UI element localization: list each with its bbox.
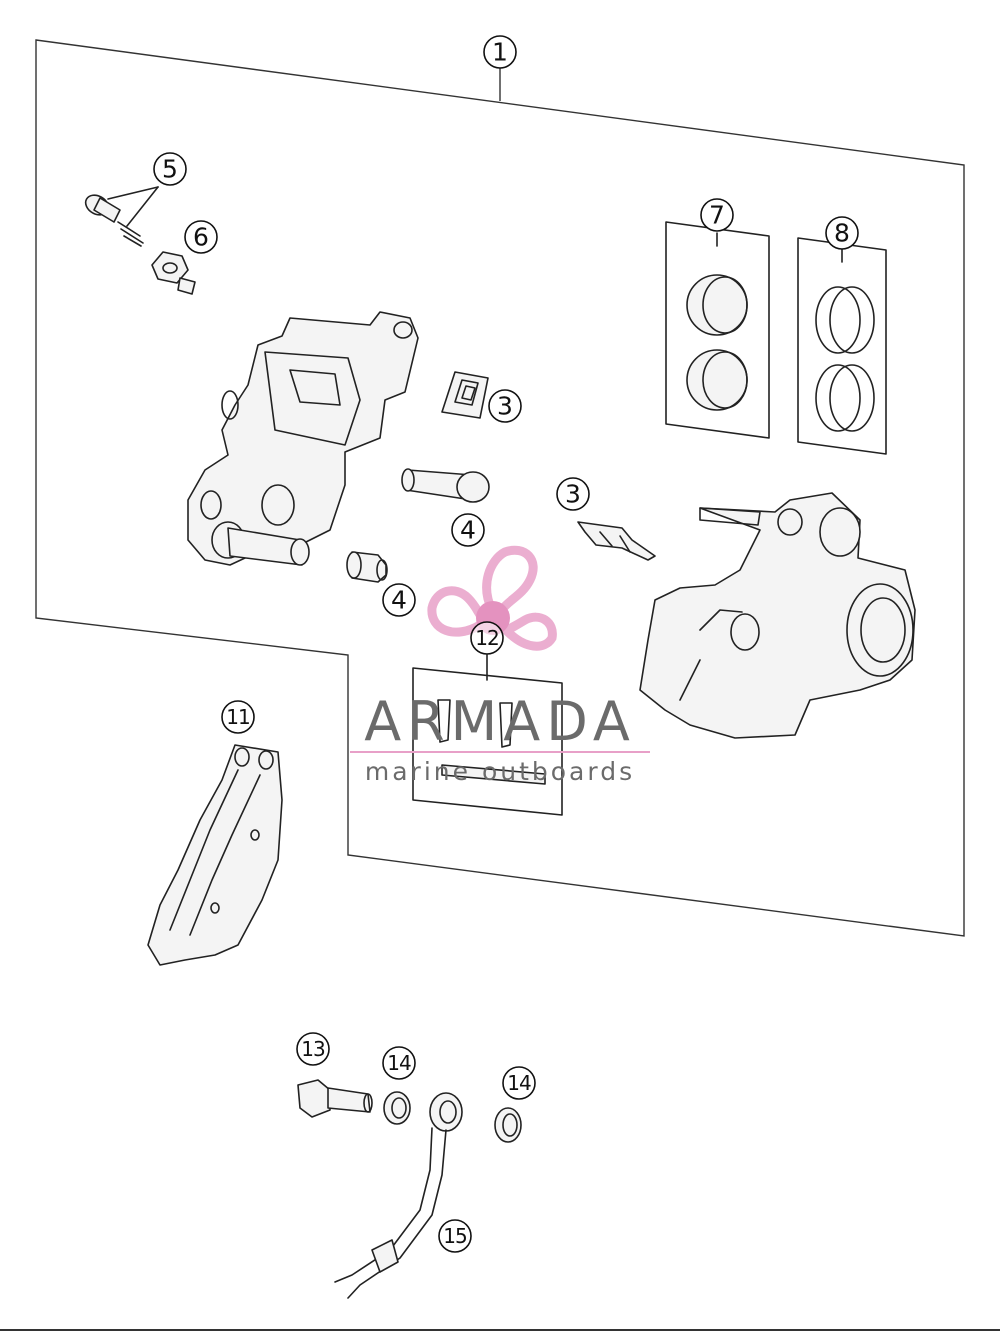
watermark-title: ARMADA xyxy=(364,690,636,753)
brake-hose-part xyxy=(334,1092,463,1299)
callout-14-right-label: 14 xyxy=(507,1071,531,1095)
propeller-logo-icon xyxy=(427,545,557,651)
callout-11-label: 11 xyxy=(226,705,249,729)
brake-pad-set-part xyxy=(412,654,563,816)
callout-4-lower-label: 4 xyxy=(391,586,407,615)
callout-1: 1 xyxy=(483,35,517,69)
pin-boot-part xyxy=(346,551,388,583)
washer-left-part xyxy=(383,1091,411,1125)
callout-11: 11 xyxy=(221,700,255,734)
callout-7-label: 7 xyxy=(709,201,725,230)
callout-3-lower: 3 xyxy=(556,477,590,511)
callout-3-upper: 3 xyxy=(488,389,522,423)
pad-spring-lower-part xyxy=(577,521,656,561)
caliper-housing-part xyxy=(639,492,916,739)
callout-6-label: 6 xyxy=(193,223,209,252)
callout-3-upper-label: 3 xyxy=(497,392,513,421)
washer-right-part xyxy=(494,1107,522,1143)
brake-pad-part xyxy=(147,744,283,966)
callout-8: 8 xyxy=(825,216,859,250)
callout-14-left: 14 xyxy=(382,1046,416,1080)
callout-13: 13 xyxy=(296,1032,330,1066)
slide-pin-part xyxy=(401,468,490,503)
callout-14-left-label: 14 xyxy=(387,1051,411,1075)
callout-13-label: 13 xyxy=(301,1037,325,1061)
callout-3-lower-label: 3 xyxy=(565,480,581,509)
bleeder-screw-part xyxy=(84,186,159,247)
assembly-frame xyxy=(35,39,965,937)
armada-logo-watermark: ARMADA marine outboards xyxy=(350,545,650,786)
caliper-body-part xyxy=(187,311,419,566)
callout-14-right: 14 xyxy=(502,1066,536,1100)
callout-5: 5 xyxy=(153,152,187,186)
watermark-subtitle: marine outboards xyxy=(365,757,635,786)
callout-12-label: 12 xyxy=(475,626,498,650)
callout-4-upper-label: 4 xyxy=(460,516,476,545)
nut-part xyxy=(151,251,196,295)
callout-4-upper: 4 xyxy=(451,513,485,547)
callout-12: 12 xyxy=(470,621,504,655)
banjo-bolt-part xyxy=(297,1079,373,1118)
callout-6: 6 xyxy=(184,220,218,254)
callout-15: 15 xyxy=(438,1219,472,1253)
seal-kit-part xyxy=(797,237,887,455)
piston-kit-part xyxy=(665,221,770,439)
callout-1-label: 1 xyxy=(492,38,508,67)
callout-15-label: 15 xyxy=(443,1224,466,1248)
callout-8-label: 8 xyxy=(834,219,850,248)
callout-4-lower: 4 xyxy=(382,583,416,617)
callout-7: 7 xyxy=(700,198,734,232)
pad-spring-upper-part xyxy=(441,371,489,419)
callout-5-label: 5 xyxy=(162,155,178,184)
